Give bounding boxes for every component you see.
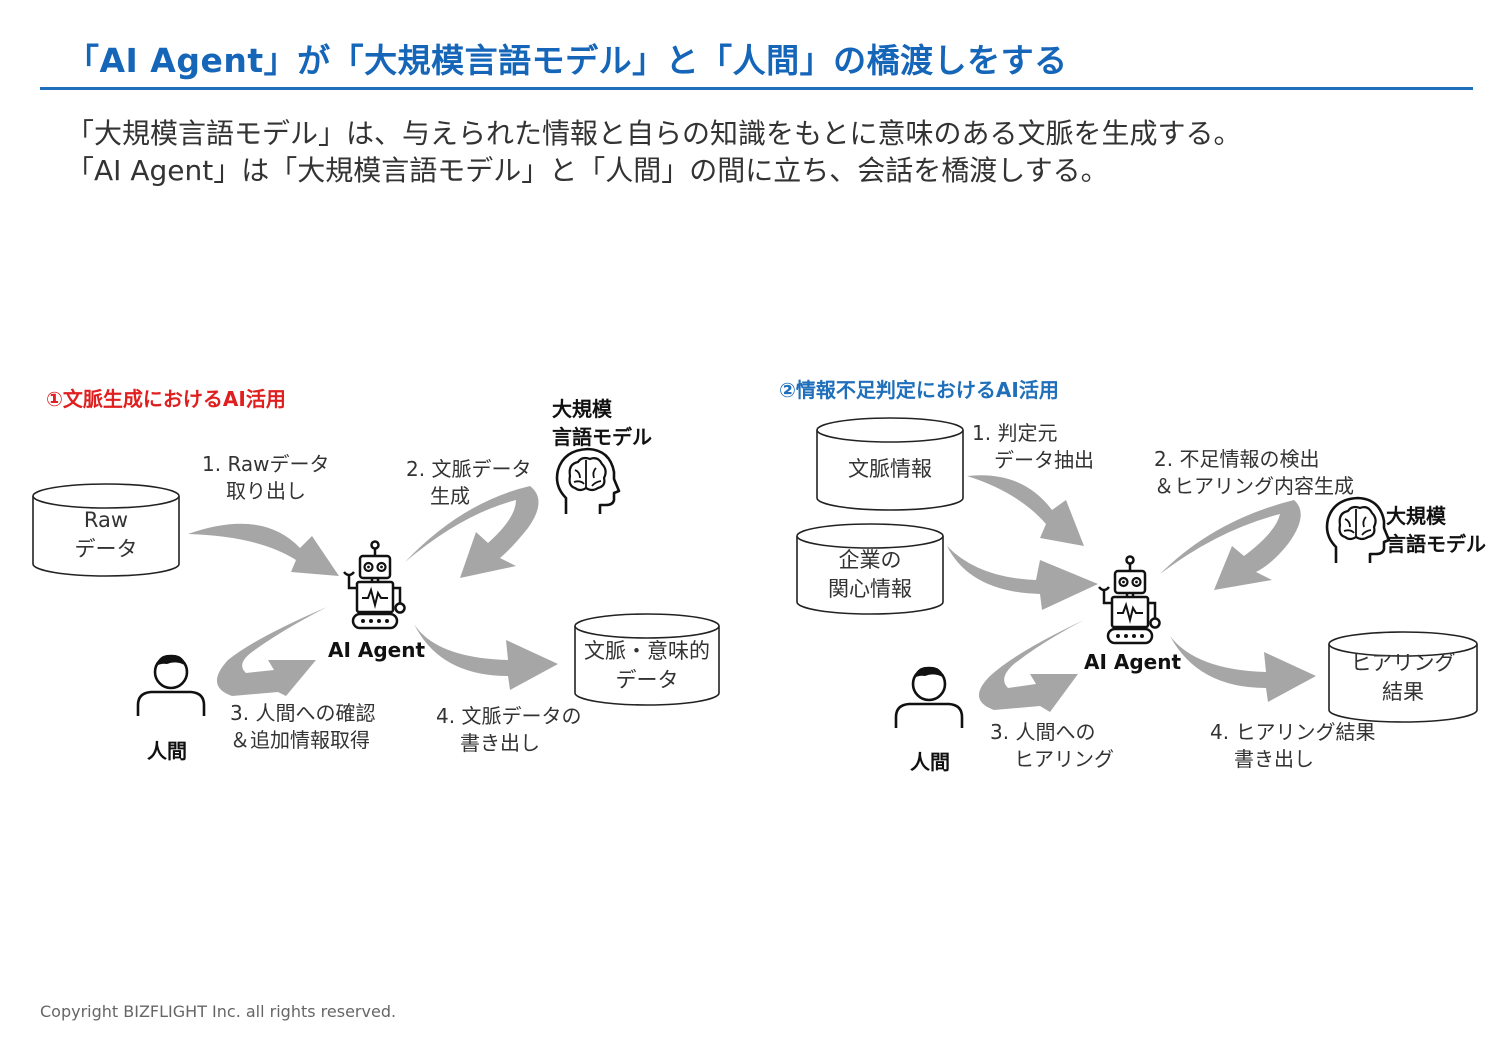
human-person-icon: [136, 653, 206, 718]
s1-step4-label: 4. 文脈データの書き出し: [436, 704, 582, 755]
context-info-label: 文脈情報: [848, 457, 932, 481]
arrow-step4-curved-arrow-icon: [414, 624, 558, 690]
context-info-database-icon: [816, 417, 964, 511]
s1-step1-label: 1. Rawデータ取り出し: [202, 452, 330, 503]
s2-step1-label: 1. 判定元データ抽出: [972, 421, 1094, 472]
s1-agent-label: AI Agent: [328, 638, 426, 662]
title-divider: [40, 87, 1473, 90]
arrow-s2-step1b-curved-arrow-icon: [947, 546, 1098, 610]
s2-human-label: 人間: [910, 750, 950, 774]
s2-step2-label: 2. 不足情報の検出＆ヒアリング内容生成: [1154, 447, 1354, 498]
intro-line-1: 「大規模言語モデル」は、与えられた情報と自らの知識をもとに意味のある文脈を生成す…: [66, 117, 1242, 150]
s2-step3-label: 3. 人間へのヒアリング: [990, 720, 1114, 771]
copyright-footer: Copyright BIZFLIGHT Inc. all rights rese…: [40, 1002, 397, 1021]
s2-agent-label: AI Agent: [1084, 650, 1182, 674]
human-person-icon-2: [894, 665, 964, 730]
page-title: 「AI Agent」が「大規模言語モデル」と「人間」の橋渡しをする: [66, 41, 1068, 80]
raw-data-database-icon: [32, 483, 180, 577]
ai-agent-robot-icon: [342, 540, 406, 630]
s1-step3-label: 3. 人間への確認＆追加情報取得: [230, 701, 376, 752]
arrow-s2-step4-curved-arrow-icon: [1170, 636, 1316, 702]
section1-heading: ①文脈生成におけるAI活用: [46, 387, 286, 411]
company-interest-database-icon: [796, 523, 944, 615]
llm-brain-head-icon-2: [1325, 496, 1391, 565]
s2-step4-label: 4. ヒアリング結果書き出し: [1210, 720, 1376, 771]
arrow-step2-curved-arrow-icon: [405, 486, 539, 578]
arrow-s2-step3-curved-arrow-icon: [978, 620, 1084, 712]
section2-heading: ②情報不足判定におけるAI活用: [779, 378, 1059, 402]
company-interest-label: 企業の関心情報: [828, 548, 912, 601]
s2-llm-label: 大規模言語モデル: [1386, 504, 1486, 556]
s1-llm-label: 大規模言語モデル: [552, 397, 652, 449]
hearing-result-label: ヒアリング結果: [1350, 651, 1456, 704]
arrow-step3-curved-arrow-icon: [216, 607, 327, 696]
context-data-label: 文脈・意味的データ: [584, 639, 710, 692]
arrow-step1-curved-arrow-icon: [188, 523, 339, 576]
intro-line-2: 「AI Agent」は「大規模言語モデル」と「人間」の間に立ち、会話を橋渡しする…: [66, 154, 1109, 187]
arrow-s2-step1a-curved-arrow-icon: [967, 475, 1084, 546]
llm-brain-head-icon: [555, 447, 621, 516]
arrow-s2-step2-curved-arrow-icon: [1160, 500, 1301, 590]
hearing-result-database-icon: [1328, 631, 1478, 723]
context-data-database-icon: [574, 613, 720, 706]
ai-agent-robot-icon-2: [1097, 555, 1161, 645]
s1-step2-label: 2. 文脈データ生成: [406, 457, 532, 508]
s1-human-label: 人間: [147, 739, 187, 763]
